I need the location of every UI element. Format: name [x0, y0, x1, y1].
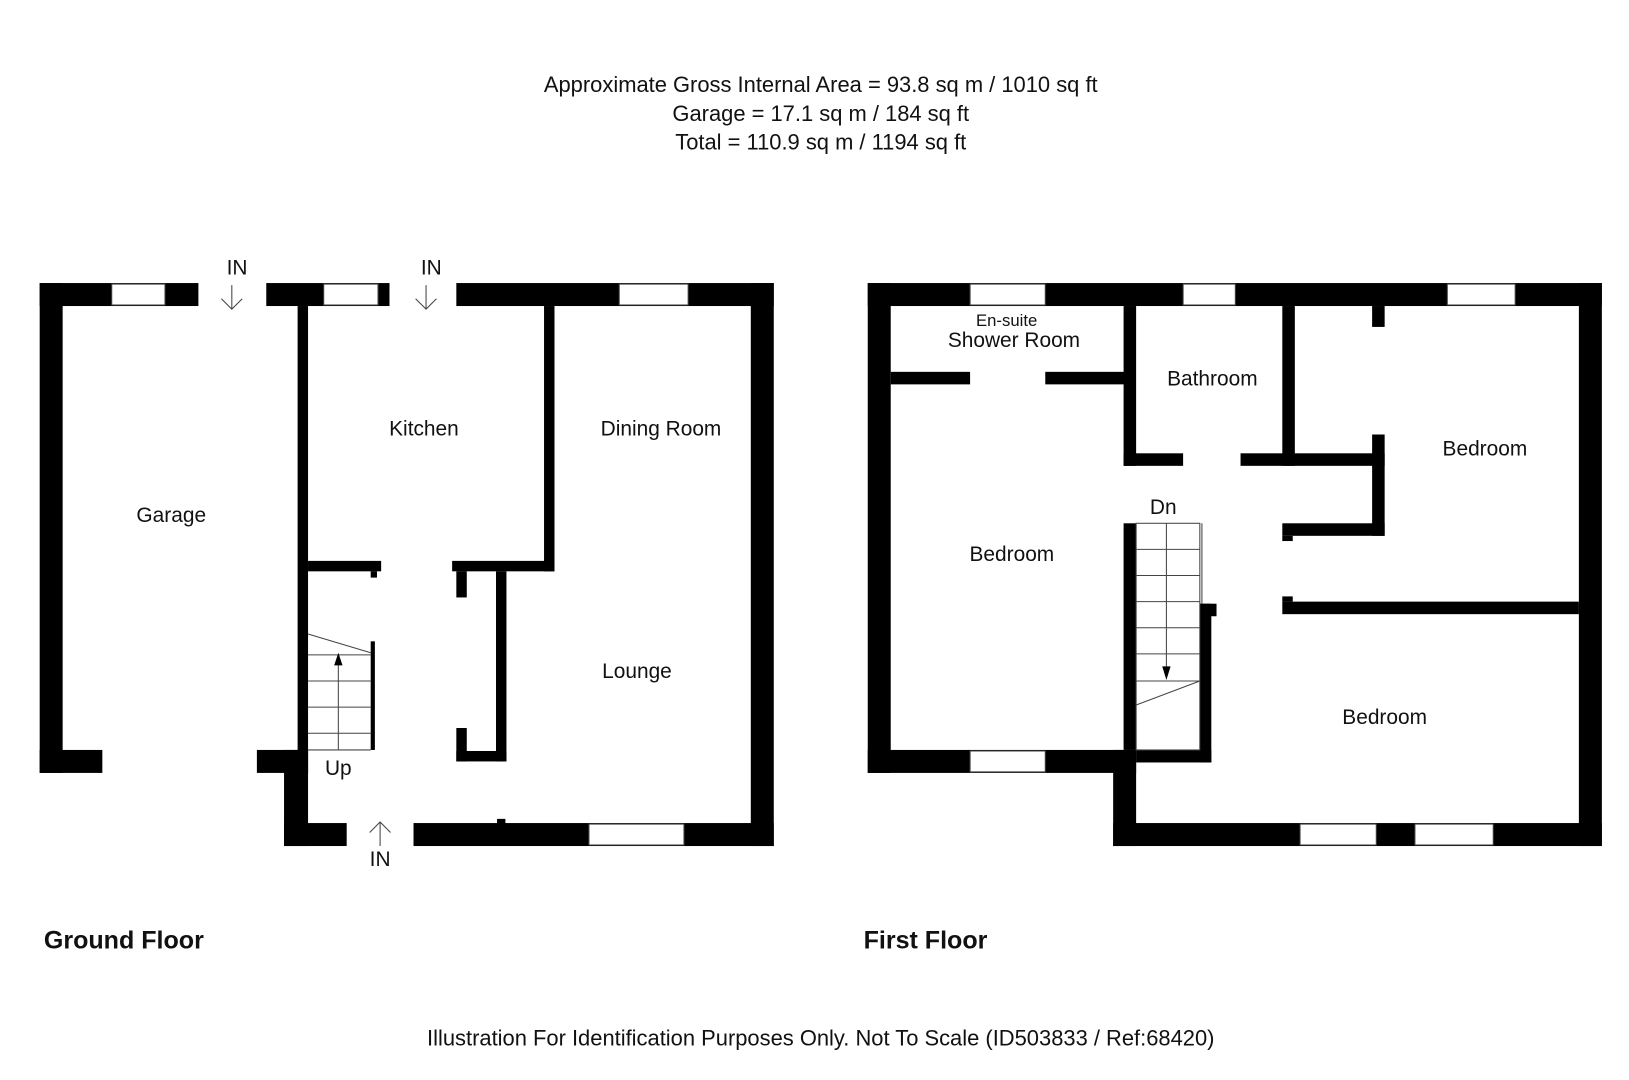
- room-label-bedroom-left: Bedroom: [970, 543, 1055, 566]
- ground-floor-windows: [111, 283, 689, 846]
- window: [1446, 283, 1516, 306]
- entrance-arrow-icon: [221, 285, 243, 310]
- entrance-arrow-icon: [415, 285, 437, 310]
- total-area-text: Total = 110.9 sq m / 1194 sq ft: [675, 129, 966, 154]
- window: [618, 283, 689, 306]
- room-label-dining: Dining Room: [601, 418, 722, 441]
- ground-floor-title: Ground Floor: [44, 926, 204, 954]
- entrance-arrows: [221, 285, 437, 847]
- kitchen-entrance-label: IN: [421, 257, 442, 280]
- garage-area-text: Garage = 17.1 sq m / 184 sq ft: [672, 101, 969, 126]
- ground-floor-stairs: [307, 633, 371, 751]
- first-floor-title: First Floor: [864, 926, 988, 954]
- window: [1414, 823, 1494, 846]
- ground-floor-plan: IN IN IN Garage Kitchen Dining Room Loun…: [39, 257, 774, 871]
- disclaimer-footer: Illustration For Identification Purposes…: [427, 1026, 1214, 1051]
- window: [1299, 823, 1377, 846]
- window: [323, 283, 379, 306]
- window: [111, 283, 166, 306]
- stairs-down-label: Dn: [1150, 496, 1177, 519]
- first-floor-plan: En-suite Shower Room Bathroom Bedroom Be…: [867, 283, 1602, 847]
- room-label-bedroom-right-bottom: Bedroom: [1342, 706, 1427, 729]
- window: [588, 823, 685, 846]
- ground-floor-walls: [39, 283, 774, 847]
- first-floor-stairs: [1135, 522, 1203, 751]
- gross-area-text: Approximate Gross Internal Area = 93.8 s…: [544, 72, 1098, 97]
- area-header: Approximate Gross Internal Area = 93.8 s…: [544, 72, 1098, 154]
- room-label-lounge: Lounge: [602, 660, 672, 683]
- front-entrance-label: IN: [370, 848, 391, 871]
- first-floor-windows: [969, 283, 1516, 846]
- garage-entrance-label: IN: [227, 257, 248, 280]
- room-label-bathroom: Bathroom: [1167, 367, 1258, 390]
- window: [1182, 283, 1236, 306]
- room-label-bedroom-right-top: Bedroom: [1443, 437, 1528, 460]
- entrance-arrow-icon: [369, 821, 391, 847]
- room-label-shower-room: Shower Room: [948, 329, 1080, 352]
- window: [969, 750, 1046, 773]
- room-label-garage: Garage: [136, 504, 206, 527]
- stairs-up-label: Up: [325, 757, 352, 780]
- room-label-kitchen: Kitchen: [389, 418, 459, 441]
- window: [969, 283, 1046, 306]
- room-label-ensuite-small: En-suite: [976, 311, 1037, 330]
